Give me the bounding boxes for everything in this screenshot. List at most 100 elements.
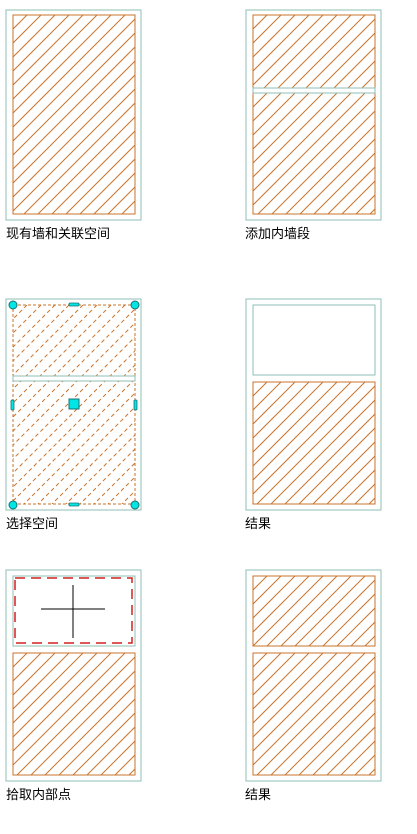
hatch-line: [253, 653, 324, 724]
hatch-line: [263, 15, 338, 88]
hatch-line: [253, 15, 282, 44]
hatch-line: [121, 200, 135, 214]
edge-grip-right[interactable]: [133, 399, 138, 411]
caption-add-interior-wall: 添加内墙段: [245, 227, 311, 242]
hatch-line: [13, 305, 126, 418]
hatch-line: [253, 576, 324, 646]
caption-pick-interior-point: 拾取内部点: [6, 788, 72, 803]
hatch-line: [13, 653, 126, 766]
hatch-line: [13, 46, 135, 170]
hatch-line: [44, 684, 135, 775]
caption-result-1: 结果: [245, 517, 272, 532]
panel-pick-interior-point: [5, 569, 142, 782]
hatch-line: [23, 102, 135, 214]
hatch-line: [253, 382, 268, 397]
hatch-line: [13, 653, 84, 724]
hatch-line: [253, 382, 310, 439]
space-boundary: [252, 381, 376, 505]
hatch-line: [312, 441, 375, 504]
hatch-line: [13, 350, 135, 474]
hatch-line: [13, 15, 70, 72]
hatch-line: [253, 382, 338, 467]
edge-grip-bottom[interactable]: [68, 502, 80, 507]
hatch-line: [58, 698, 135, 775]
corner-grip-bottom-left[interactable]: [8, 500, 18, 510]
hatch-line: [253, 653, 366, 766]
hatch-line: [280, 576, 352, 646]
outer-wall: [5, 569, 142, 782]
pick-preview-rectangle: [14, 577, 133, 644]
hatch-line: [277, 15, 352, 88]
empty-area-outline: [12, 575, 136, 647]
hatch-line: [253, 382, 366, 495]
hatch-line: [341, 180, 375, 214]
hatch-line: [253, 382, 296, 425]
hatch-line: [253, 653, 352, 752]
hatch-line: [253, 15, 310, 72]
hatch-line: [107, 186, 135, 214]
hatch-line: [13, 88, 135, 212]
hatch-line: [30, 670, 135, 775]
hatch-line: [253, 93, 324, 164]
space-hatch: [253, 382, 375, 504]
hatch-line: [253, 653, 268, 668]
hatch-line: [294, 576, 366, 646]
hatch-line: [253, 93, 268, 108]
hatch-line: [350, 621, 375, 646]
corner-grip-top-left[interactable]: [8, 300, 18, 310]
hatch-line: [253, 653, 296, 696]
hatch-line: [37, 116, 135, 214]
center-grip[interactable]: [68, 398, 80, 410]
panel-result-1: [245, 298, 382, 511]
hatch-line: [319, 32, 375, 88]
hatch-line: [13, 653, 42, 682]
outer-wall: [5, 9, 142, 221]
space-hatch: [13, 653, 135, 775]
caption-result-2: 结果: [245, 788, 272, 803]
hatch-line: [253, 15, 268, 30]
hatch-line: [65, 144, 135, 214]
hatch-line: [336, 607, 375, 646]
upper-space-hatch: [253, 576, 375, 646]
hatch-line: [13, 308, 135, 432]
hatch-line: [13, 653, 98, 738]
hatch-line: [291, 15, 366, 88]
hatch-line: [65, 434, 135, 504]
hatch-line: [13, 322, 135, 446]
hatch-line: [253, 576, 296, 619]
hatch-line: [270, 399, 375, 504]
hatch-line: [369, 208, 375, 214]
hatch-line: [13, 305, 56, 348]
caption-select-space: 选择空间: [6, 517, 59, 532]
edge-grip-left[interactable]: [10, 399, 15, 411]
hatch-line: [253, 382, 324, 453]
panel-add-interior-wall: [245, 9, 382, 221]
hatch-line: [51, 130, 135, 214]
hatch-line: [299, 138, 375, 214]
hatch-line: [298, 427, 375, 504]
hatch-line: [13, 305, 70, 362]
hatch-line: [333, 46, 375, 88]
hatch-line: [327, 166, 375, 214]
lower-space-boundary: [252, 652, 376, 776]
hatch-line: [93, 462, 135, 504]
hatch-line: [326, 455, 375, 504]
hatch-line: [284, 413, 375, 504]
interior-wall-segment: [252, 87, 376, 94]
hatch-line: [253, 93, 366, 206]
hatch-line: [361, 74, 375, 88]
hatch-line: [257, 96, 375, 214]
hatch-line: [322, 593, 375, 646]
hatch-line: [253, 93, 338, 178]
outer-wall: [5, 298, 142, 511]
hatch-line: [326, 726, 375, 775]
hatch-line: [253, 382, 282, 411]
hatch-line: [354, 483, 375, 504]
corner-grip-bottom-right[interactable]: [130, 500, 140, 510]
edge-grip-top[interactable]: [68, 302, 80, 307]
hatch-line: [340, 469, 375, 504]
hatch-line: [13, 378, 135, 502]
corner-grip-top-right[interactable]: [130, 300, 140, 310]
hatch-line: [364, 635, 375, 646]
